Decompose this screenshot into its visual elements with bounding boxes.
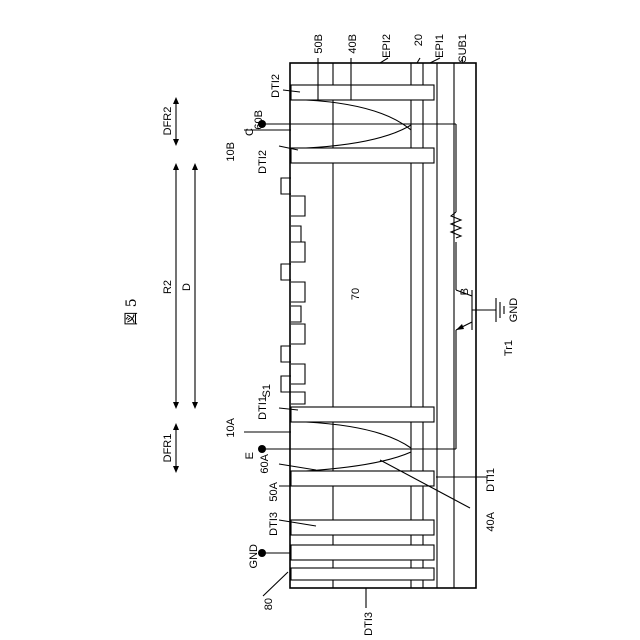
label-50b: 50B (313, 34, 325, 54)
label-10b: 10B (225, 142, 237, 162)
figure-title: 図 5 (124, 298, 140, 325)
label-e: E (244, 452, 256, 459)
label-70: 70 (350, 288, 362, 300)
label-dfr2: DFR2 (162, 107, 174, 136)
label-b: B (459, 288, 471, 295)
label-dti3-left: DTI3 (268, 512, 280, 536)
label-80: 80 (263, 598, 275, 610)
dti3-bar-3 (291, 568, 434, 580)
label-10a: 10A (225, 417, 237, 437)
label-40b: 40B (347, 34, 359, 54)
label-60a: 60A (259, 453, 271, 473)
dti3-bar-1 (291, 520, 434, 535)
circuit (258, 120, 504, 557)
dti1-left-bar (291, 407, 434, 422)
label-tr1: Tr1 (503, 340, 515, 356)
label-50a: 50A (268, 481, 280, 501)
substrate-body (290, 63, 476, 588)
label-60b: 60B (253, 110, 265, 130)
ground-icon (496, 298, 504, 322)
terminal-e-dot (258, 445, 266, 453)
label-c: C (244, 128, 256, 136)
label-dti2-top: DTI2 (270, 74, 282, 98)
label-epi1: EPI1 (434, 34, 446, 58)
label-dfr1: DFR1 (162, 434, 174, 463)
dti-bars (291, 85, 434, 580)
label-gnd-left: GND (248, 544, 260, 569)
label-epi2: EPI2 (381, 34, 393, 58)
dimension-arrows: DFR2 R2 D DFR1 (162, 97, 198, 473)
label-gnd-right: GND (508, 298, 520, 323)
label-dti1-right: DTI1 (485, 468, 497, 492)
surface-features (281, 178, 305, 404)
resistor-icon (451, 212, 461, 238)
dti3-bar-2 (291, 545, 434, 560)
label-dti2-bottom: DTI2 (257, 150, 269, 174)
label-40a: 40A (485, 511, 497, 531)
label-s1: S1 (261, 384, 273, 397)
label-dti1-top: DTI1 (257, 396, 269, 420)
label-dti3-bottom: DTI3 (363, 612, 375, 636)
dti1-right-bar (291, 471, 434, 486)
dti2-top-bar (291, 85, 434, 100)
label-r2: R2 (162, 280, 174, 294)
label-20: 20 (413, 34, 425, 46)
label-d: D (181, 283, 193, 291)
label-sub1: SUB1 (457, 34, 469, 63)
dti2-bottom-bar (291, 148, 434, 163)
